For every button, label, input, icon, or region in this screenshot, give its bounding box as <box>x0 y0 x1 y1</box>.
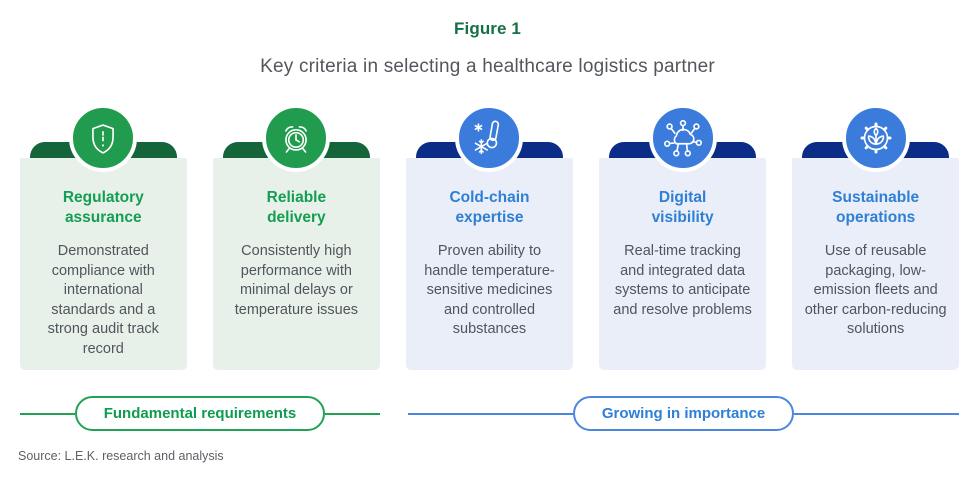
bracket-label: Fundamental requirements <box>74 396 326 431</box>
card-body: Cold-chain expertise Proven ability to h… <box>406 158 573 370</box>
card-title: Reliable delivery <box>266 189 327 226</box>
card-regulatory-assurance: Regulatory assurance Demonstrated compli… <box>20 104 187 370</box>
bracket-label: Growing in importance <box>572 396 795 431</box>
card-description: Use of reusable packaging, low-emission … <box>804 243 947 337</box>
card-body: Reliable delivery Consistently high perf… <box>213 158 380 370</box>
alarm-clock-icon <box>262 104 331 172</box>
criteria-cards-row: Regulatory assurance Demonstrated compli… <box>20 104 959 370</box>
figure-label: Figure 1 <box>454 19 521 38</box>
card-description: Real-time tracking and integrated data s… <box>613 243 752 318</box>
card-title: Cold-chain expertise <box>449 189 530 226</box>
bracket-line <box>794 412 960 415</box>
card-body: Digital visibility Real-time tracking an… <box>599 158 766 370</box>
card-title: Digital visibility <box>651 189 714 226</box>
snowflake-thermometer-icon <box>455 104 524 172</box>
card-reliable-delivery: Reliable delivery Consistently high perf… <box>213 104 380 370</box>
bracket-fundamental-requirements: Fundamental requirements <box>20 396 381 431</box>
card-digital-visibility: Digital visibility Real-time tracking an… <box>599 104 766 370</box>
card-description: Proven ability to handle temperature-sen… <box>424 243 555 337</box>
shield-exclamation-icon <box>69 104 138 172</box>
bracket-line <box>325 412 381 415</box>
bracket-line <box>408 412 573 415</box>
group-brackets: Fundamental requirements Growing in impo… <box>20 396 960 431</box>
bracket-growing-in-importance: Growing in importance <box>408 396 960 431</box>
card-description: Demonstrated compliance with internation… <box>47 243 159 357</box>
figure-title: Key criteria in selecting a healthcare l… <box>260 56 715 77</box>
source-note: Source: L.E.K. research and analysis <box>18 449 224 463</box>
card-body: Regulatory assurance Demonstrated compli… <box>20 158 187 370</box>
bracket-line <box>20 412 75 415</box>
card-description: Consistently high performance with minim… <box>234 243 359 318</box>
card-sustainable-operations: Sustainable operations Use of reusable p… <box>792 104 959 370</box>
gear-leaf-icon <box>841 104 910 172</box>
cloud-network-icon <box>648 104 717 172</box>
card-cold-chain-expertise: Cold-chain expertise Proven ability to h… <box>406 104 573 370</box>
card-title: Regulatory assurance <box>62 189 144 226</box>
card-title: Sustainable operations <box>832 189 920 226</box>
card-body: Sustainable operations Use of reusable p… <box>792 158 959 370</box>
